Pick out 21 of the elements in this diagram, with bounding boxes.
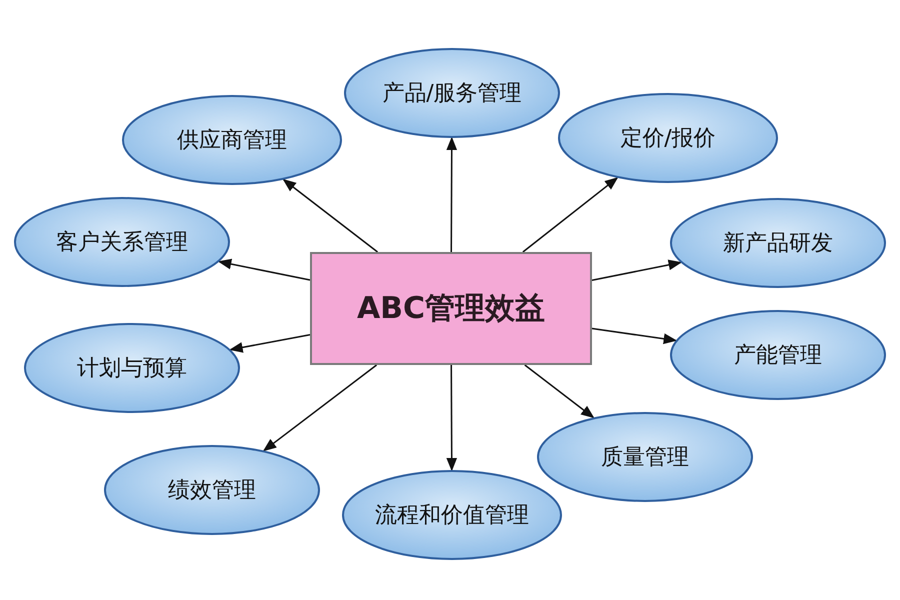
arrow (524, 364, 594, 418)
topic-label: 定价/报价 (620, 125, 716, 153)
central-title: ABC管理效益 (356, 290, 546, 328)
topic-label: 绩效管理 (168, 477, 256, 505)
topic-label: 流程和价值管理 (375, 502, 529, 530)
arrow (229, 334, 310, 353)
arrow (446, 136, 458, 252)
topic-label: 计划与预算 (77, 355, 187, 383)
arrow (522, 177, 618, 253)
arrow (592, 260, 682, 281)
topic-label: 客户关系管理 (56, 229, 188, 257)
topic-label: 产能管理 (734, 342, 822, 370)
arrow (592, 328, 678, 344)
topic-label: 新产品研发 (723, 230, 833, 258)
topic-label: 供应商管理 (177, 127, 287, 155)
arrow (262, 364, 378, 452)
topic-label: 产品/服务管理 (382, 80, 522, 108)
topic-label: 质量管理 (601, 444, 689, 472)
arrow (446, 365, 458, 472)
arrow (218, 258, 310, 281)
arrow (282, 178, 378, 253)
